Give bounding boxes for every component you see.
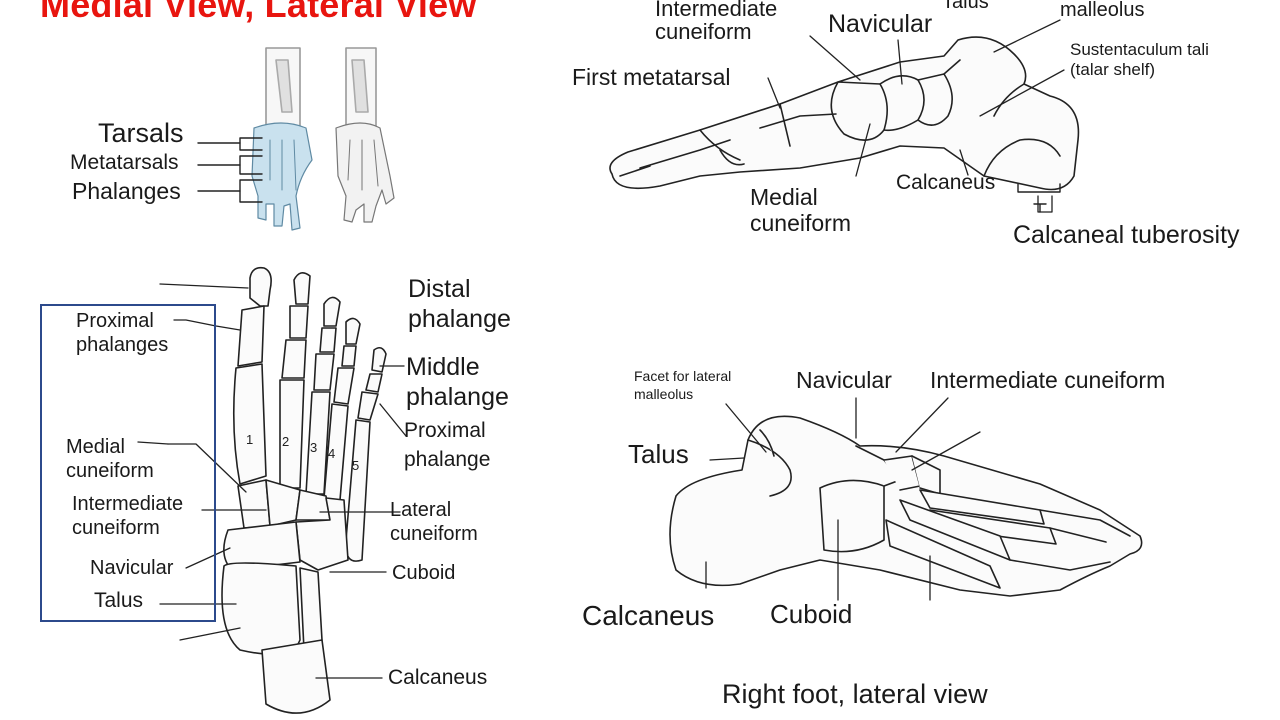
label-dorsal-medial-cuneiform: Medial cuneiform (66, 436, 154, 482)
label-lateral-calcaneus: Calcaneus (582, 600, 715, 631)
digit-number: 2 (282, 434, 289, 449)
label-medial-malleolus: malleolus (1060, 0, 1145, 21)
digit-number: 1 (246, 432, 253, 447)
digit-number: 4 (328, 446, 335, 461)
label-phalanges: Phalanges (72, 178, 181, 204)
label-lateral-navicular: Navicular (796, 367, 892, 393)
digit-number: 3 (310, 440, 317, 455)
medial-view-leaders (767, 19, 1065, 213)
label-dorsal-calcaneus: Calcaneus (388, 666, 488, 689)
overview-skeleton-figure (251, 47, 395, 231)
lateral-view-leaders (705, 397, 981, 601)
overview-brackets (197, 137, 263, 203)
label-lateral-intermediate-cuneiform: Intermediate cuneiform (930, 367, 1166, 393)
label-dorsal-talus: Talus (94, 589, 144, 612)
label-proximal-phalanges: Proximal phalanges (76, 310, 169, 356)
lateral-view-caption: Right foot, lateral view (722, 679, 988, 709)
digit-number: 5 (352, 458, 359, 473)
label-dorsal-intermediate-cuneiform: Intermediate cuneiform (72, 493, 184, 539)
label-first-metatarsal: First metatarsal (572, 64, 731, 90)
label-medial-intermediate-cuneiform: Intermediate cuneiform (655, 0, 778, 45)
medial-view-figure (609, 36, 1080, 191)
label-medial-medial-cuneiform: Medial cuneiform (750, 184, 851, 237)
label-lateral-cuboid: Cuboid (770, 599, 853, 629)
label-distal-phalange: Distal phalange (408, 275, 511, 333)
label-proximal-phalange: Proximal phalange (404, 419, 491, 472)
label-lateral-talus: Talus (628, 439, 689, 469)
label-middle-phalange: Middle phalange (406, 353, 509, 411)
label-lateral-cuneiform: Lateral cuneiform (390, 499, 478, 545)
page-title: Medial View, Lateral View (40, 0, 477, 25)
label-tarsals: Tarsals (98, 118, 184, 148)
label-sustentaculum: Sustentaculum tali (talar shelf) (1070, 40, 1209, 80)
highlight-box (40, 304, 216, 622)
label-facet-lateral-malleolus: Facet for lateral malleolus (634, 368, 732, 402)
lateral-view-figure (669, 415, 1143, 597)
label-calcaneal-tuberosity: Calcaneal tuberosity (1013, 221, 1240, 249)
label-medial-talus: Talus (942, 0, 989, 13)
digit-numbers: 1 2 3 4 5 (246, 432, 359, 473)
dorsal-view-leaders (137, 283, 407, 679)
label-medial-navicular: Navicular (828, 10, 933, 38)
dorsal-view-figure (221, 266, 387, 714)
label-medial-calcaneus: Calcaneus (896, 171, 996, 194)
label-metatarsals: Metatarsals (70, 151, 179, 174)
label-dorsal-navicular: Navicular (90, 557, 174, 579)
label-dorsal-cuboid: Cuboid (392, 562, 456, 584)
